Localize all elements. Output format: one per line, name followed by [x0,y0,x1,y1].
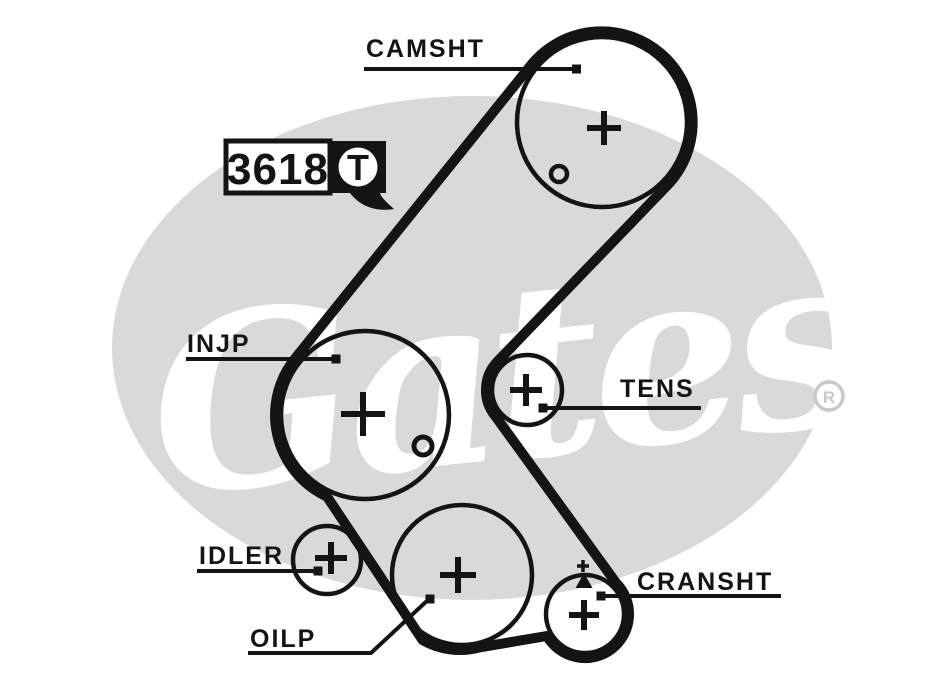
injection-pump-bolt-hole-mark [411,434,435,458]
pulley-labels: CAMSHT INJP TENS IDLER OILP CRANSHT [186,35,781,655]
label-group-cransht: CRANSHT [596,568,781,601]
tensioner-pulley [489,352,565,428]
leader-dot-cransht [596,591,606,601]
injection-pump-center-mark [341,392,385,436]
crankshaft-timing-mark [575,560,593,588]
leader-dot-oilp [425,594,435,604]
leader-line-oilp [248,597,431,655]
timing-belt-path [270,26,698,664]
label-injp: INJP [187,330,251,358]
leader-dot-injp [331,354,341,364]
tag-circle-icon [338,147,378,187]
idler-center-mark [315,542,347,574]
oil-pump-pulley [389,502,535,648]
camshaft-center-mark [587,111,621,145]
pulley-center-marks [315,111,621,630]
tag-letter-text: T [347,147,369,188]
label-tens: TENS [620,375,695,403]
leader-dot-tens [538,403,548,413]
label-camsht: CAMSHT [366,35,485,63]
part-number-badge: 3618 T [223,138,394,210]
label-cransht: CRANSHT [637,568,773,596]
pulleys [278,34,690,656]
label-oilp: OILP [250,625,316,653]
timing-tick-icon [577,560,589,572]
crankshaft-center-mark [569,600,599,630]
leader-dot-camsht [572,64,581,74]
registered-letter: R [823,388,835,407]
label-idler: IDLER [199,542,284,570]
oil-pump-center-mark [440,557,476,593]
camshaft-bolt-hole-mark [548,163,570,185]
timing-triangle-icon [575,573,593,588]
registered-trademark-icon: R [813,380,845,412]
camshaft-pulley [514,34,690,210]
tensioner-center-mark [510,374,542,406]
badge-pointer-tail [350,193,394,210]
leader-dot-idler [313,566,323,576]
idler-pulley [290,523,364,597]
label-group-idler: IDLER [197,542,323,576]
label-group-oilp: OILP [248,594,435,655]
label-group-tens: TENS [538,375,701,413]
part-number-text: 3618 [227,145,329,194]
label-group-injp: INJP [186,330,341,364]
injection-pump-pulley [278,328,452,502]
label-group-camsht: CAMSHT [364,35,581,74]
registered-circle [813,380,845,412]
